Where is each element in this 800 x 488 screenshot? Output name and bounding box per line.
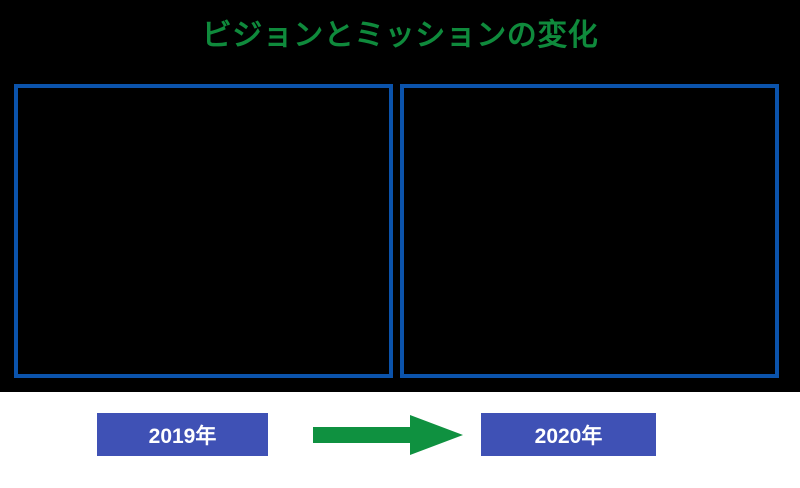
year-label-to[interactable]: 2020年 bbox=[481, 413, 656, 456]
before-panel[interactable] bbox=[14, 84, 393, 378]
after-panel-body bbox=[404, 88, 775, 374]
timeline-row: 2019年 2020年 bbox=[0, 392, 800, 488]
right-arrow-icon bbox=[313, 414, 463, 456]
year-label-from[interactable]: 2019年 bbox=[97, 413, 268, 456]
slide-stage: ビジョンとミッションの変化 bbox=[0, 0, 800, 392]
after-panel[interactable] bbox=[400, 84, 779, 378]
before-panel-body bbox=[18, 88, 389, 374]
page-title: ビジョンとミッションの変化 bbox=[201, 19, 599, 52]
